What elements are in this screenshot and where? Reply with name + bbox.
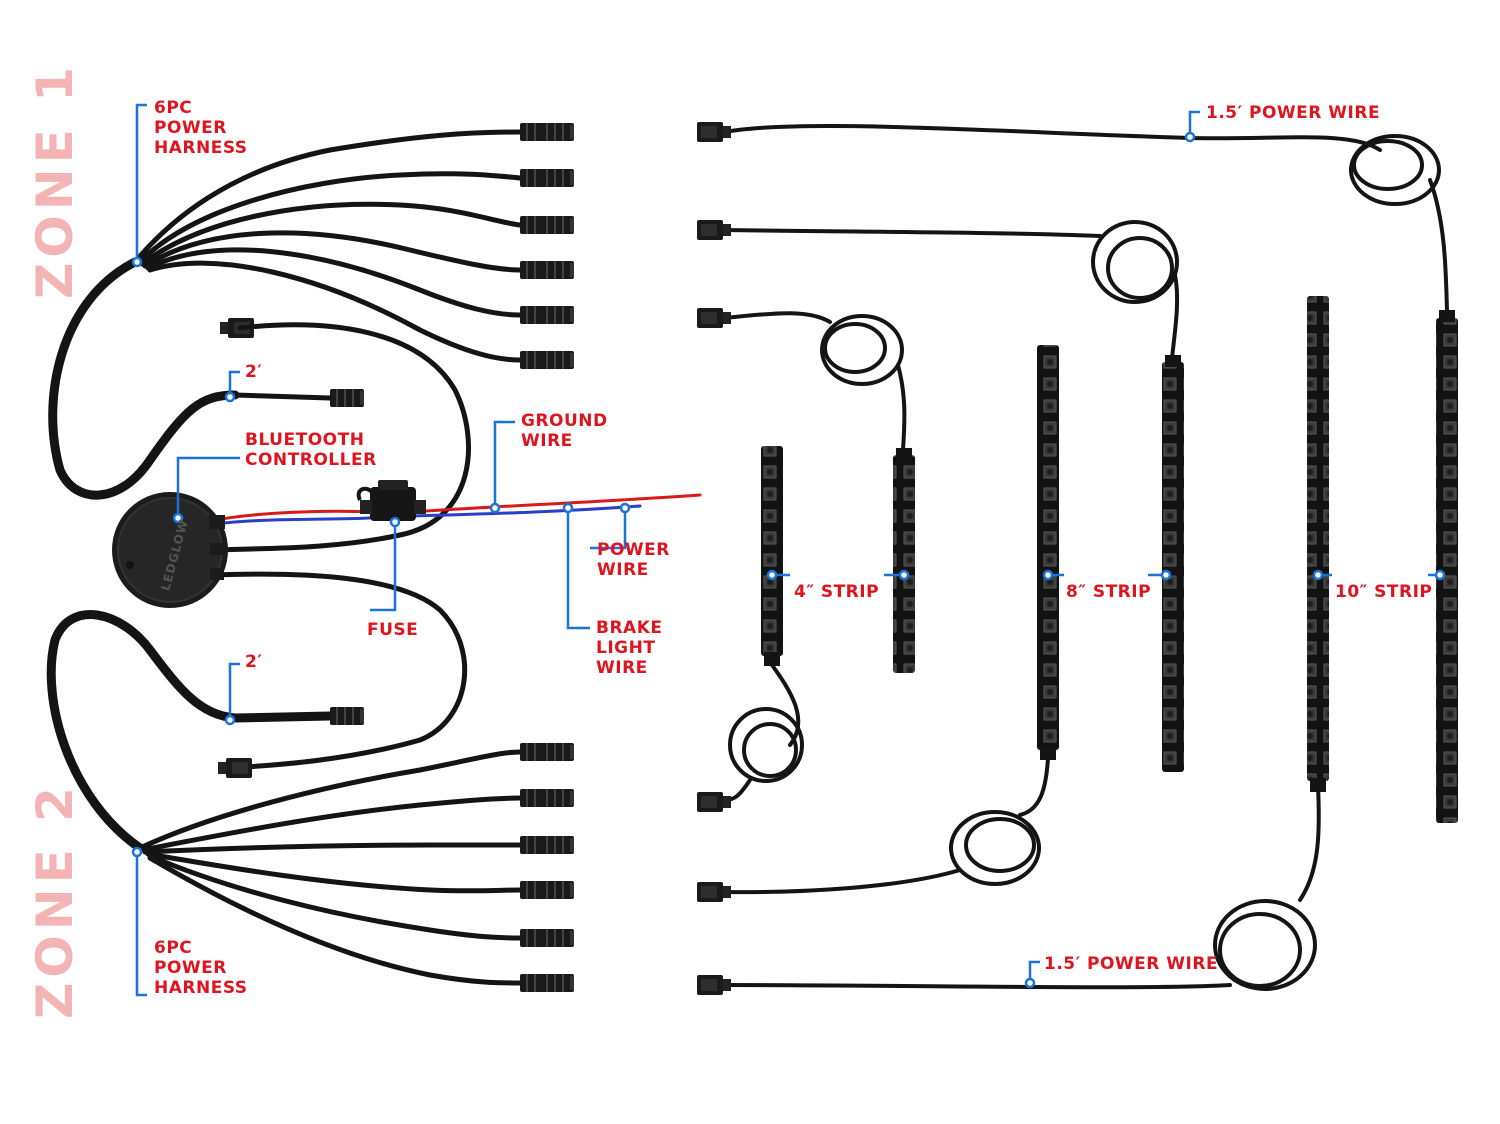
leader-dots [131, 131, 1446, 989]
strip-10-right [1436, 310, 1458, 823]
label-brake-light-wire: BRAKE LIGHT WIRE [596, 618, 663, 678]
strip-4-left [761, 446, 783, 666]
right-cables [723, 123, 1449, 991]
label-strip-8: 8″ STRIP [1066, 582, 1152, 602]
zone-1-label: ZONE 1 [26, 62, 84, 299]
strip-8-left [1037, 345, 1059, 760]
fuse-holder [356, 480, 426, 521]
leader-lines [135, 103, 1440, 997]
bluetooth-controller-puck [112, 492, 228, 608]
label-power-wire: POWER WIRE [597, 540, 670, 580]
harness-top [48, 129, 523, 500]
label-power-wire-top: 1.5′ POWER WIRE [1206, 103, 1381, 123]
label-harness-bottom: 6PC POWER HARNESS [154, 938, 248, 998]
label-bluetooth-controller: BLUETOOTH CONTROLLER [245, 430, 377, 470]
label-fuse: FUSE [367, 620, 419, 640]
label-power-wire-bottom: 1.5′ POWER WIRE [1044, 954, 1219, 974]
strip-10-left [1307, 296, 1329, 792]
label-ground-wire: GROUND WIRE [521, 411, 608, 451]
zone-2-label: ZONE 2 [26, 782, 84, 1019]
led-strips [761, 296, 1458, 823]
strip-8-right [1162, 355, 1184, 772]
label-ext-top: 2′ [245, 362, 263, 382]
label-harness-top: 6PC POWER HARNESS [154, 98, 248, 158]
label-strip-10: 10″ STRIP [1335, 582, 1433, 602]
harness-bottom [46, 610, 523, 986]
label-ext-bottom: 2′ [245, 652, 263, 672]
controller-cables [212, 322, 702, 771]
right-plugs [697, 122, 731, 995]
strip-4-right [893, 448, 915, 673]
label-strip-4: 4″ STRIP [794, 582, 880, 602]
